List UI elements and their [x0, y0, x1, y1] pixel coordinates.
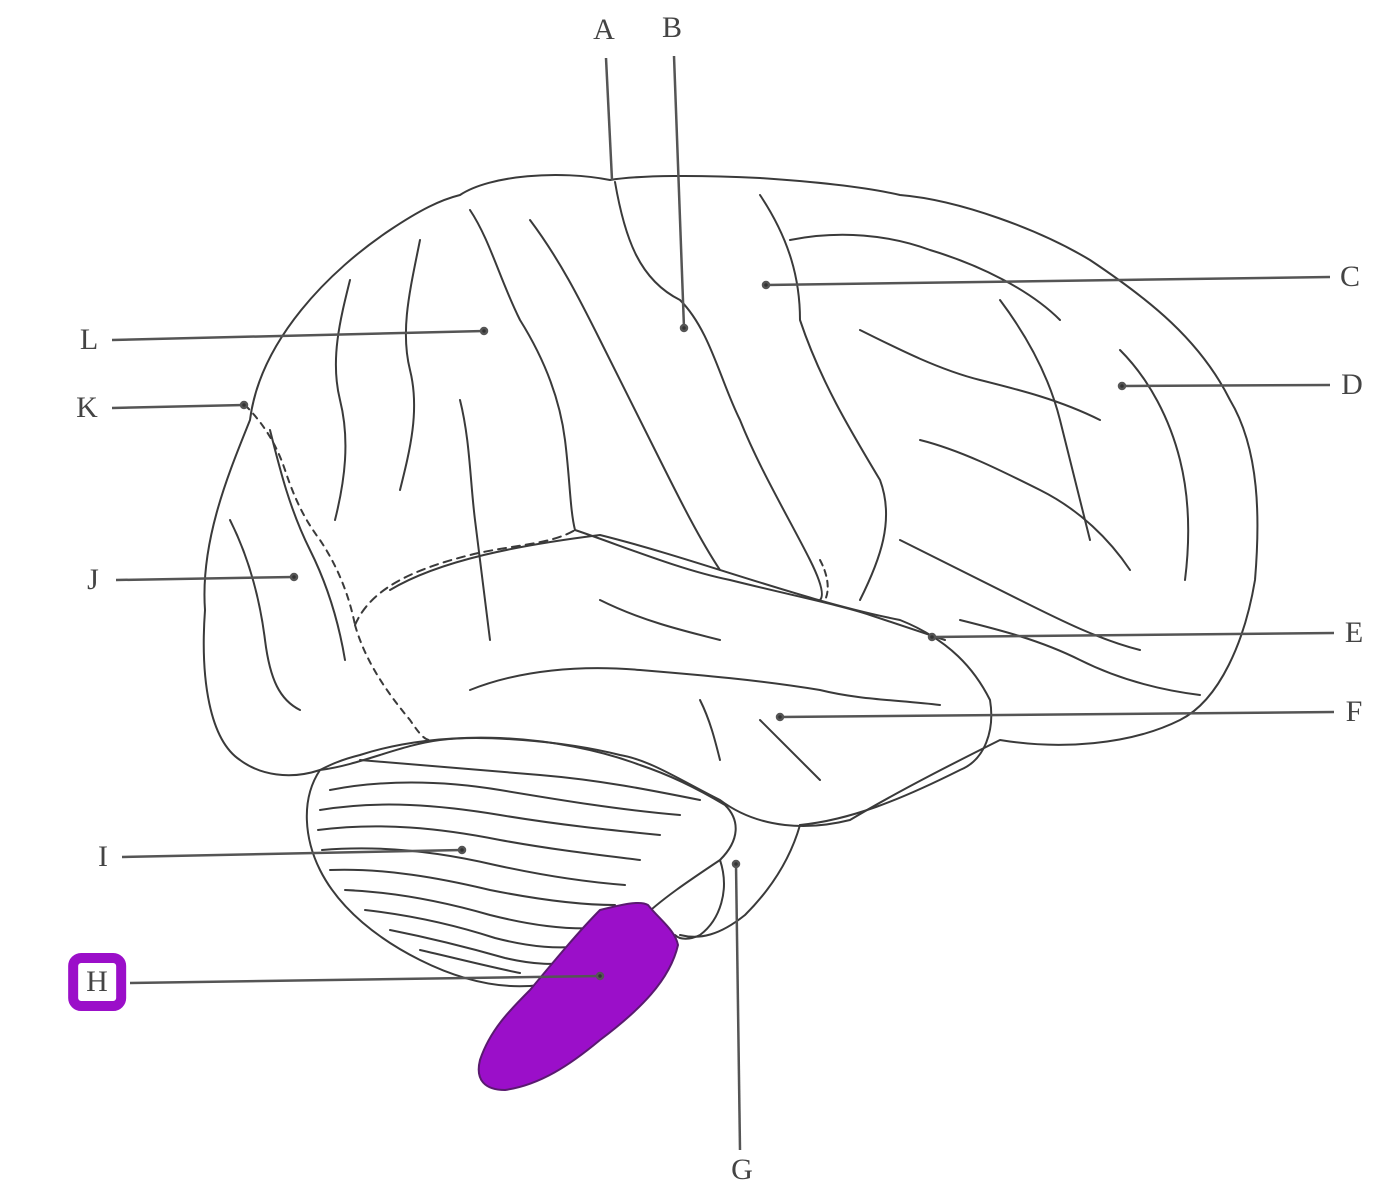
leader-k	[111, 403, 245, 410]
leader-c	[765, 275, 1331, 287]
label-j: J	[87, 563, 99, 596]
leader-f	[779, 710, 1335, 719]
cerebrum-outline	[202, 174, 1259, 827]
label-a: A	[593, 13, 615, 46]
leader-g	[734, 863, 742, 1151]
highlighted-structure-h	[477, 901, 680, 1092]
label-h: H	[68, 953, 126, 1011]
label-c: C	[1339, 260, 1361, 293]
leader-l	[111, 329, 485, 342]
label-b: B	[661, 11, 683, 44]
cerebellum-outline	[305, 736, 737, 988]
leader-j	[115, 575, 295, 582]
label-d: D	[1341, 368, 1363, 401]
leader-e	[931, 631, 1335, 639]
label-e: E	[1344, 616, 1364, 649]
label-f: F	[1345, 695, 1363, 728]
label-l: L	[79, 323, 99, 356]
label-i: I	[98, 840, 108, 873]
leader-a	[604, 57, 614, 181]
leader-b	[672, 55, 686, 329]
label-k: K	[76, 391, 98, 424]
leader-d	[1121, 383, 1331, 388]
leader-i	[121, 848, 463, 859]
label-g: G	[731, 1153, 753, 1186]
leader-h	[129, 974, 601, 985]
